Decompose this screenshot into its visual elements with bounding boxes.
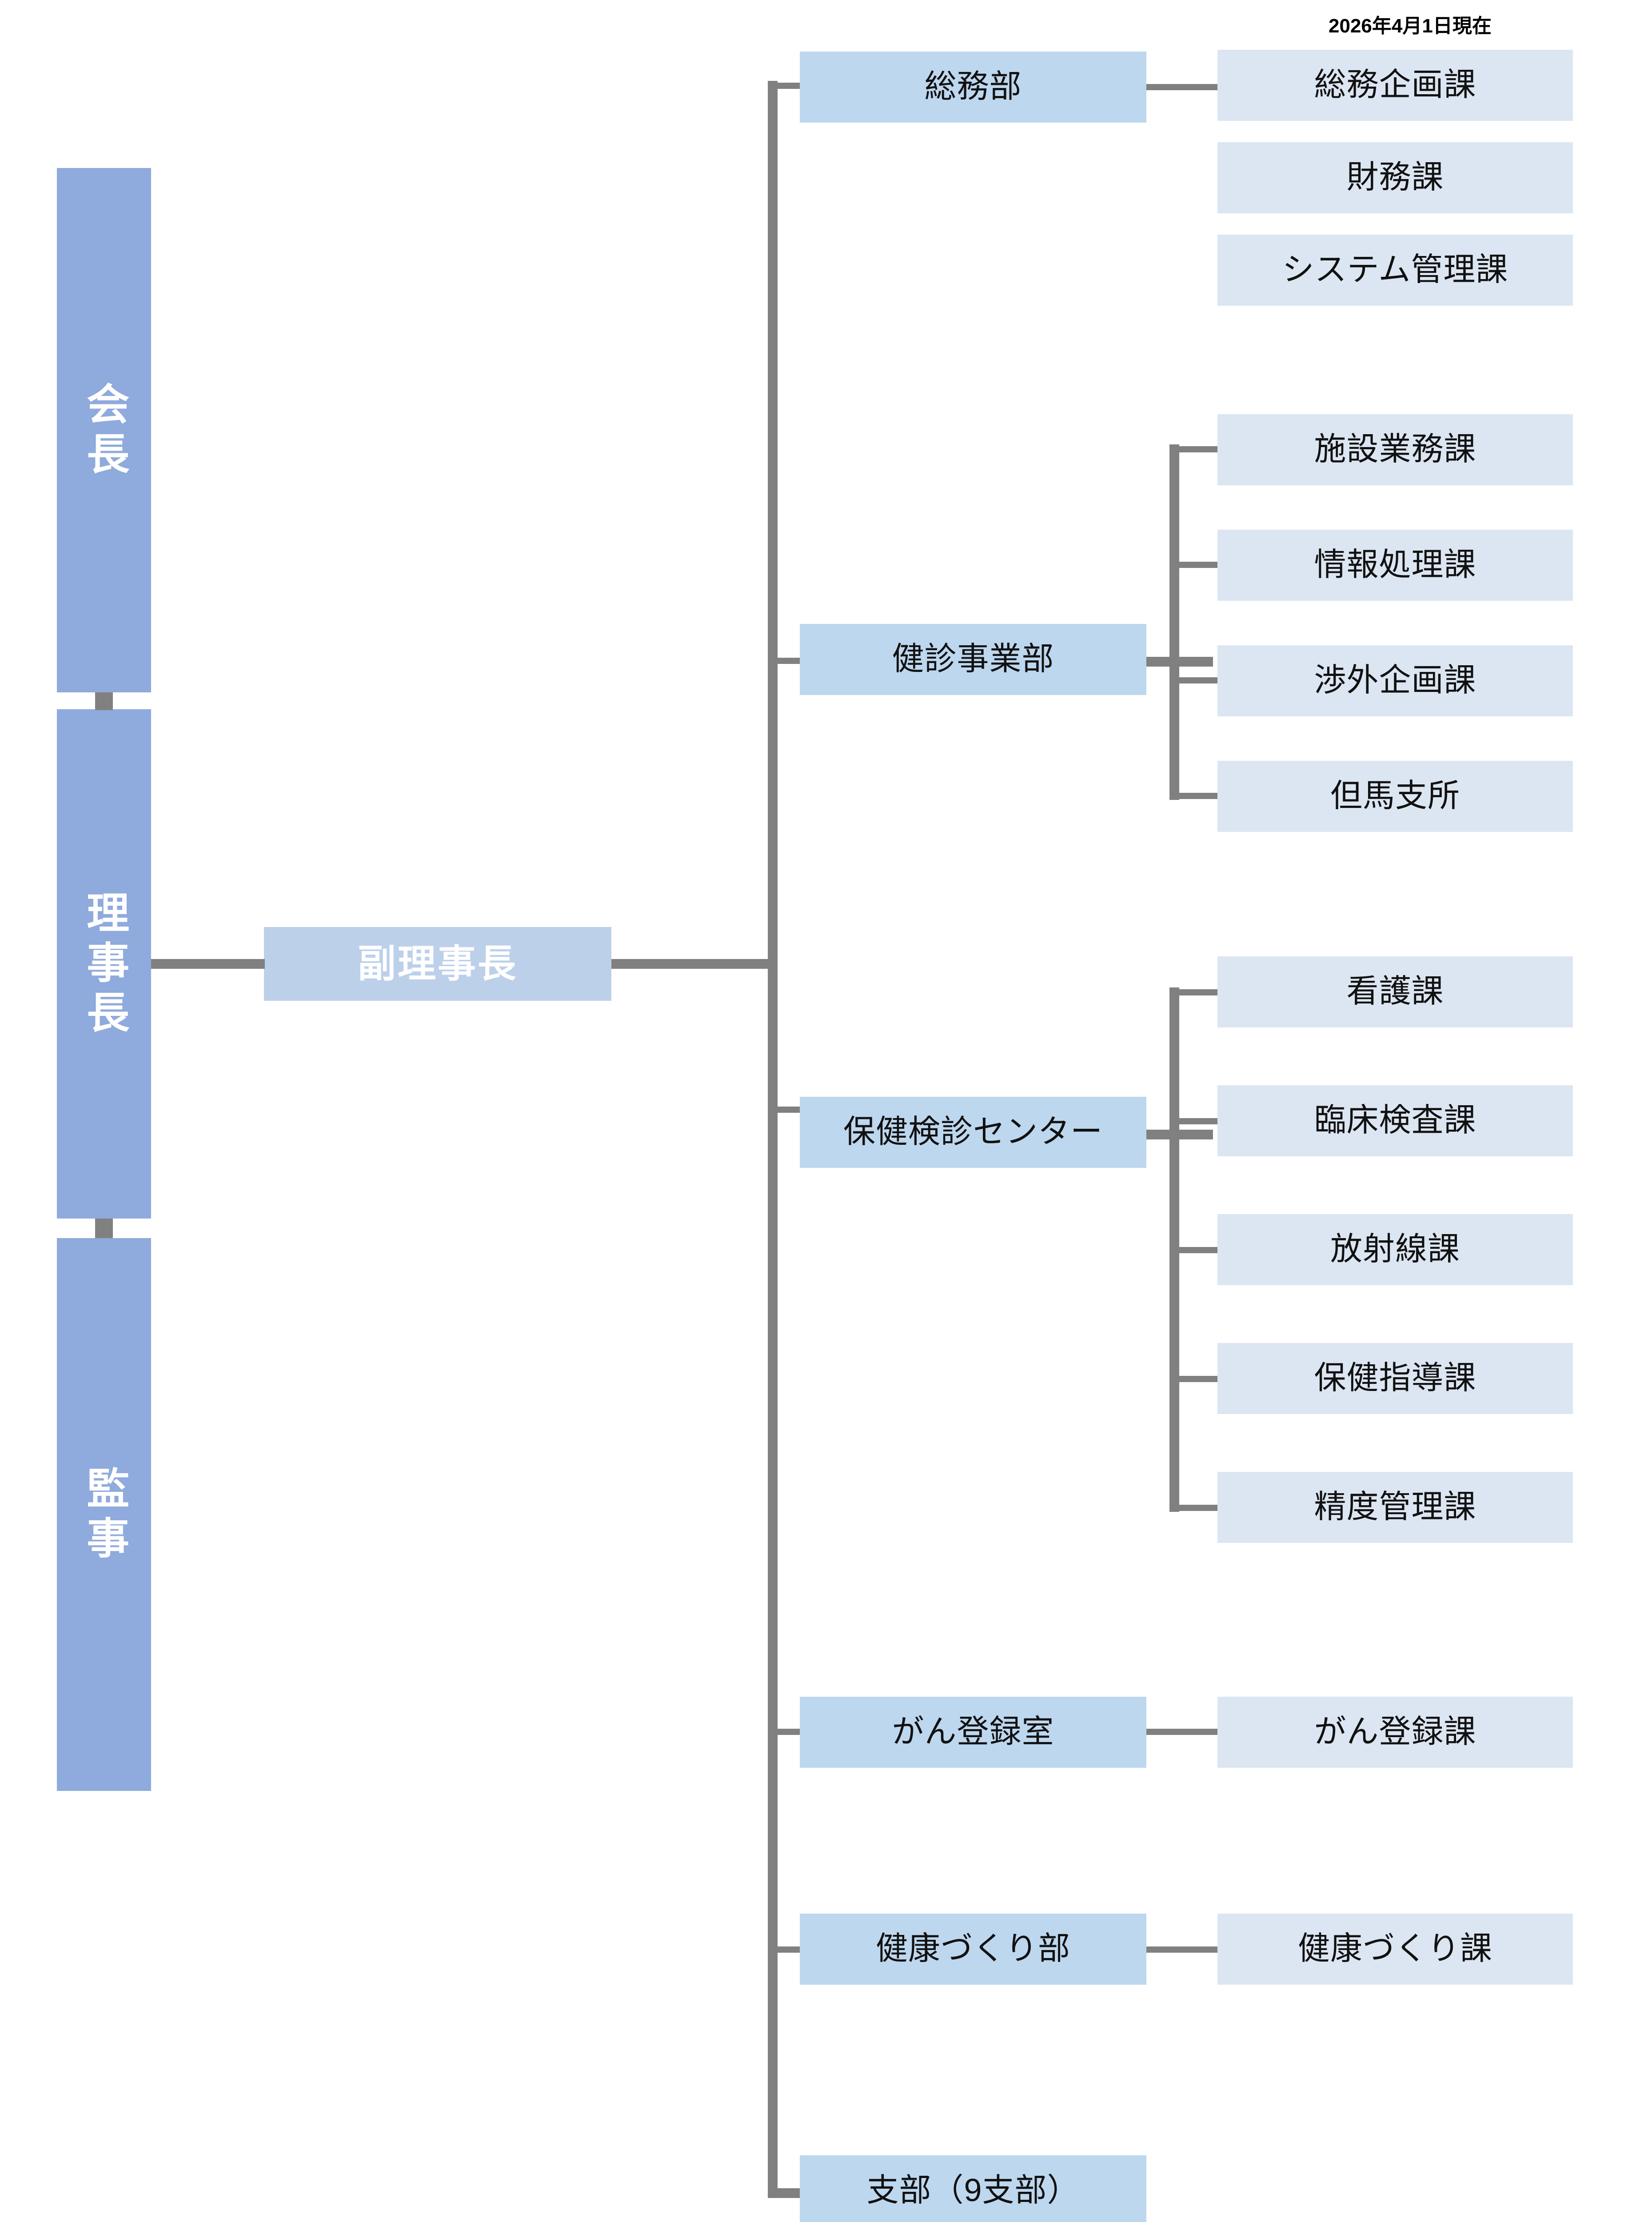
subspine-health-screening: [1169, 987, 1179, 1512]
connector-vice-to-trunk: [611, 959, 768, 969]
connector-dept-1-to-section-1: [1146, 84, 1217, 90]
connector-chairman-president: [95, 692, 113, 710]
connector-dept-4-to-section-1: [1146, 1729, 1217, 1735]
dept-box-health-exam-business: 健診事業部: [800, 624, 1146, 695]
connector-subspine-2-to-section-3: [1179, 677, 1219, 683]
connector-president-auditor: [95, 1219, 113, 1238]
section-box-general-planning: 総務企画課: [1217, 50, 1573, 121]
connector-subspine-2-to-section-4: [1179, 793, 1219, 799]
dept-box-health-screening-center: 保健検診センター: [800, 1097, 1146, 1168]
connector-president-to-vice: [151, 959, 265, 969]
connector-subspine-2-to-section-1: [1179, 446, 1219, 452]
subspine-health-exam: [1169, 444, 1179, 800]
connector-subspine-3-to-section-1: [1179, 989, 1219, 995]
section-box-clinical-laboratory: 臨床検査課: [1217, 1085, 1573, 1156]
section-box-radiology: 放射線課: [1217, 1214, 1573, 1285]
connector-subspine-3-to-section-4: [1179, 1376, 1219, 1382]
section-box-tajima-branch-office: 但馬支所: [1217, 761, 1573, 832]
dept-box-branches: 支部（9支部）: [800, 2155, 1146, 2222]
exec-box-president: 理事長: [57, 709, 151, 1219]
section-box-cancer-registry: がん登録課: [1217, 1697, 1573, 1768]
connector-dept-5-to-section-1: [1146, 1946, 1217, 1953]
connector-subspine-3-to-section-5: [1179, 1505, 1219, 1511]
section-box-information-processing: 情報処理課: [1217, 530, 1573, 601]
dept-box-cancer-registry-office: がん登録室: [800, 1697, 1146, 1768]
section-box-nursing: 看護課: [1217, 956, 1573, 1027]
section-box-finance: 財務課: [1217, 142, 1573, 213]
dept-box-health-promotion: 健康づくり部: [800, 1914, 1146, 1985]
connector-subspine-2-to-section-2: [1179, 562, 1219, 568]
section-box-facility-operations: 施設業務課: [1217, 414, 1573, 485]
exec-box-auditor: 監事: [57, 1238, 151, 1791]
as-of-date-label: 2026年4月1日現在: [1329, 15, 1492, 37]
connector-dept-3-to-subspine: [1146, 1130, 1213, 1139]
section-box-quality-control: 精度管理課: [1217, 1472, 1573, 1543]
section-box-external-planning: 渉外企画課: [1217, 645, 1573, 716]
section-box-health-promotion-section: 健康づくり課: [1217, 1914, 1573, 1985]
section-box-system-management: システム管理課: [1217, 235, 1573, 306]
connector-subspine-3-to-section-3: [1179, 1247, 1219, 1253]
connector-dept-2-to-subspine: [1146, 657, 1213, 667]
vice-president-box: 副理事長: [264, 927, 611, 1001]
dept-box-general-affairs: 総務部: [800, 52, 1146, 123]
connector-subspine-3-to-section-2: [1179, 1118, 1219, 1124]
trunk-departments-spine: [768, 81, 778, 2198]
exec-box-chairman: 会長: [57, 168, 151, 692]
section-box-health-guidance: 保健指導課: [1217, 1343, 1573, 1414]
